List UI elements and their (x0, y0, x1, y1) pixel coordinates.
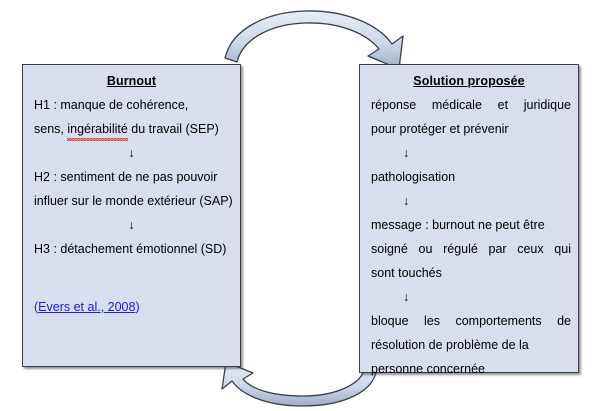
misspelled-word-ingerabilite: ingérabilité (67, 117, 129, 141)
solution-line-bloque: bloque les comportements de (371, 314, 571, 328)
burnout-line-h1: H1 : manque de cohérence, (34, 98, 189, 112)
burnout-panel-content: Burnout H1 : manque de cohérence, sens, … (23, 65, 240, 319)
citation-open-paren: ( (34, 300, 39, 314)
solution-panel-content: Solution proposée réponse médicale et ju… (360, 65, 578, 381)
solution-line-message-cont: soigné ou régulé par ceux qui (371, 242, 571, 256)
citation-link[interactable]: Evers et al., 2008 (38, 300, 136, 314)
burnout-line-h3: H3 : détachement émotionnel (SD) (34, 242, 227, 256)
solution-line-2: pour protéger et prévenir (371, 122, 509, 136)
solution-line-resolution: résolution de problème de la (371, 338, 529, 352)
solution-line-message: message : burnout ne peut être (371, 218, 545, 232)
burnout-down-arrow-2: ↓ (128, 218, 135, 232)
solution-panel: Solution proposée réponse médicale et ju… (359, 64, 579, 376)
solution-line-pathologisation: pathologisation (371, 170, 456, 184)
burnout-panel-title: Burnout (106, 74, 157, 88)
burnout-panel: Burnout H1 : manque de cohérence, sens, … (22, 64, 241, 367)
solution-down-arrow-2: ↓ (403, 194, 410, 208)
solution-line-1: réponse médicale et juridique (371, 98, 571, 112)
burnout-spacer (30, 261, 233, 295)
burnout-line-h1-cont-suffix: du travail (SEP) (127, 122, 219, 136)
burnout-citation: (Evers et al., 2008) (30, 295, 233, 319)
solution-line-message-end: sont touchés (371, 266, 442, 280)
top-curved-arrow (224, 10, 404, 70)
solution-down-arrow-3: ↓ (403, 290, 410, 304)
burnout-line-h2: H2 : sentiment de ne pas pouvoir (34, 170, 218, 184)
citation-close-paren: ) (135, 300, 140, 314)
solution-panel-title: Solution proposée (413, 74, 525, 88)
burnout-line-h1-cont: sens, ingérabilité du travail (SEP) (30, 117, 233, 141)
solution-down-arrow-1: ↓ (403, 146, 410, 160)
burnout-line-h2-cont: influer sur le monde extérieur (SAP) (34, 194, 233, 208)
solution-line-personne: personne concernée (371, 362, 485, 376)
burnout-line-h1-cont-prefix: sens, (34, 122, 68, 136)
burnout-down-arrow-1: ↓ (128, 146, 135, 160)
bottom-curved-arrow (221, 361, 377, 407)
